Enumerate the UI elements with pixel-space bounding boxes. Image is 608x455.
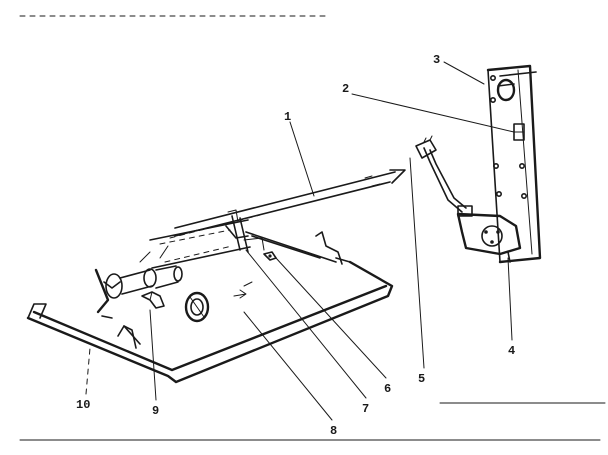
callout-6: 6: [384, 382, 391, 396]
callout-1: 1: [284, 110, 291, 124]
callout-3: 3: [433, 53, 440, 67]
spit-rod: [169, 169, 406, 239]
callout-9: 9: [152, 404, 159, 418]
rotisserie-motor: [456, 205, 522, 263]
support-frame: [26, 231, 394, 384]
locking-clip: [141, 291, 165, 309]
power-cord: [415, 135, 467, 213]
callout-4: 4: [508, 344, 515, 358]
callout-7: 7: [362, 402, 369, 416]
knob-bushing: [496, 78, 516, 102]
callout-5: 5: [418, 372, 425, 386]
thumb-wheel: [184, 291, 210, 323]
callout-10: 10: [76, 398, 90, 412]
callout-8: 8: [330, 424, 337, 438]
motor-bracket-panel: [486, 64, 542, 264]
leader-lines: [85, 61, 515, 421]
spit-fork-assembly: [94, 245, 183, 319]
scan-border: [19, 15, 606, 441]
spit-assembly: [149, 209, 251, 269]
callout-labels: 1 2 3 4 5 6 7 8 9 10: [76, 53, 515, 438]
small-clip: [263, 251, 277, 261]
callout-2: 2: [342, 82, 349, 96]
assembly-arrows: [233, 281, 253, 299]
